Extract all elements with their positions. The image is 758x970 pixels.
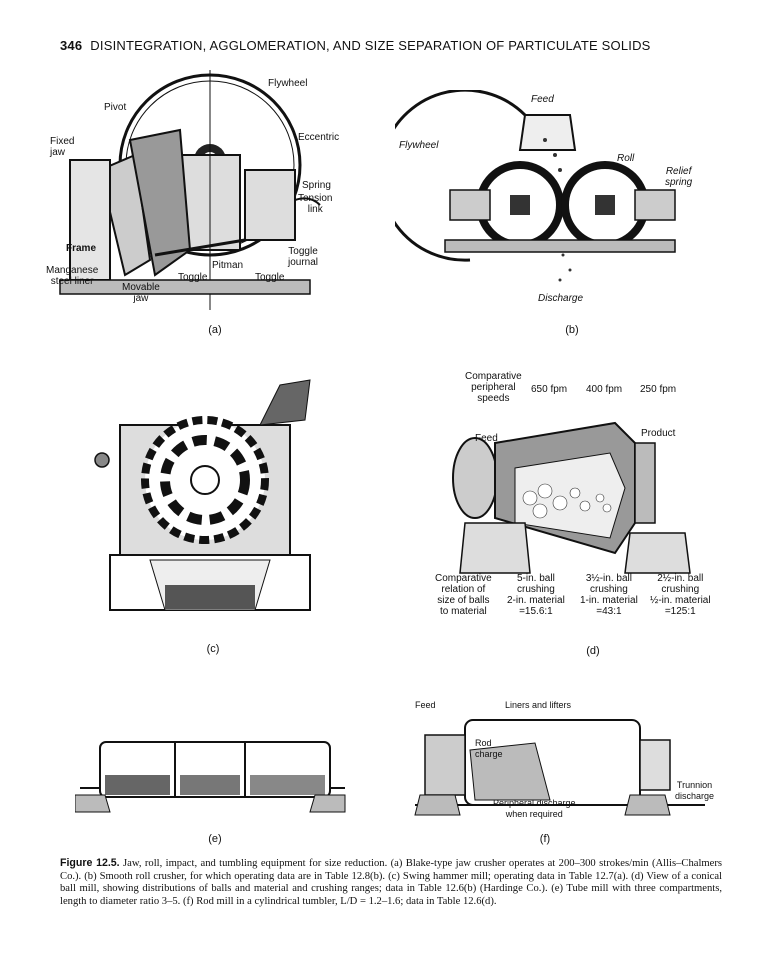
ball-mill-drawing [452,421,691,574]
figure-panel-c: (c) [80,365,350,660]
panel-label-e: (e) [208,833,222,845]
panel-label-f: (f) [539,833,551,845]
callout-spring: Spring [302,180,331,191]
running-title: DISINTEGRATION, AGGLOMERATION, AND SIZE … [90,38,651,53]
callout-feed: Feed [475,433,498,444]
figure-panel-e: (e) [75,700,355,850]
figure-label: Figure 12.5. [60,857,120,869]
jaw-crusher-drawing [59,70,321,310]
callout-toggle-right: Toggle [255,272,285,283]
figure-caption: Figure 12.5. Jaw, roll, impact, and tumb… [60,857,722,908]
callout-speed-250: 250 fpm [640,384,677,395]
callout-pivot: Pivot [104,102,127,113]
callout-frame: Frame [66,243,97,254]
callout-flywheel: Flywheel [268,78,308,89]
panel-label-b: (b) [565,324,579,336]
rod-mill-drawing [414,719,705,816]
panel-label-a: (a) [208,324,222,336]
roll-crusher-drawing [395,90,676,282]
callout-roll: Roll [617,153,635,164]
callout-feed: Feed [531,94,554,105]
callout-speed-400: 400 fpm [586,384,623,395]
figure-caption-text: Jaw, roll, impact, and tumbling equipmen… [60,858,722,907]
callout-toggle-left: Toggle [178,272,208,283]
callout-eccentric: Eccentric [298,132,340,143]
page-number: 346 [60,38,83,53]
page-header: 346 DISINTEGRATION, AGGLOMERATION, AND SI… [60,38,651,53]
callout-speed-650: 650 fpm [531,384,568,395]
callout-pitman: Pitman [212,260,244,271]
panel-label-d: (d) [586,645,600,657]
panel-label-c: (c) [206,643,220,655]
callout-flywheel: Flywheel [399,140,439,151]
hammer-mill-drawing [94,379,311,611]
callout-product: Product [641,428,676,439]
callout-discharge: Discharge [538,293,584,304]
tube-mill-drawing [75,741,346,813]
callout-feed: Feed [415,700,436,710]
callout-liners-lifters: Liners and lifters [505,700,572,710]
